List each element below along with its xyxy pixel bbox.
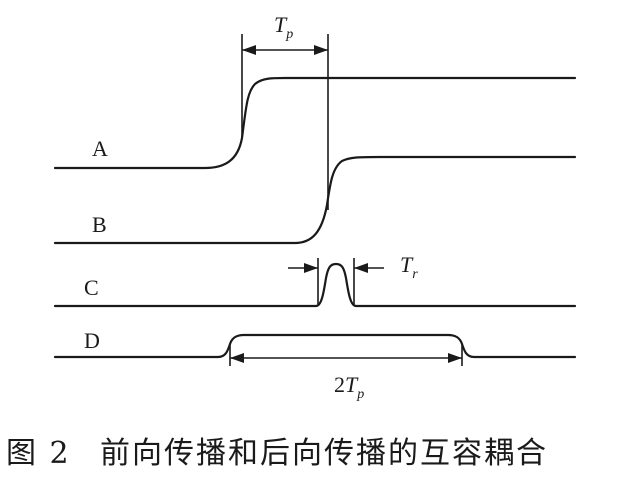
figure-caption: 图 2 前向传播和后向传播的互容耦合 — [0, 428, 632, 471]
tp-dimension: Tp — [241, 12, 329, 210]
tr-label: Tr — [400, 252, 418, 282]
waveform-b — [53, 155, 577, 245]
two-tp-dimension: 2Tp — [229, 344, 463, 402]
figure-number: 图 2 — [6, 436, 71, 471]
waveform-c-label: C — [84, 275, 99, 300]
waveform-d — [53, 333, 577, 359]
figure-title: 前向传播和后向传播的互容耦合 — [100, 436, 548, 471]
waveform-a-label: A — [92, 136, 108, 161]
waveform-d-label: D — [84, 328, 100, 353]
waveform-c — [53, 262, 577, 308]
waveform-a — [53, 76, 577, 170]
two-tp-label: 2Tp — [334, 372, 364, 402]
waveform-b-label: B — [92, 212, 107, 237]
tr-dimension: Tr — [288, 252, 418, 306]
tp-label: Tp — [274, 12, 293, 42]
